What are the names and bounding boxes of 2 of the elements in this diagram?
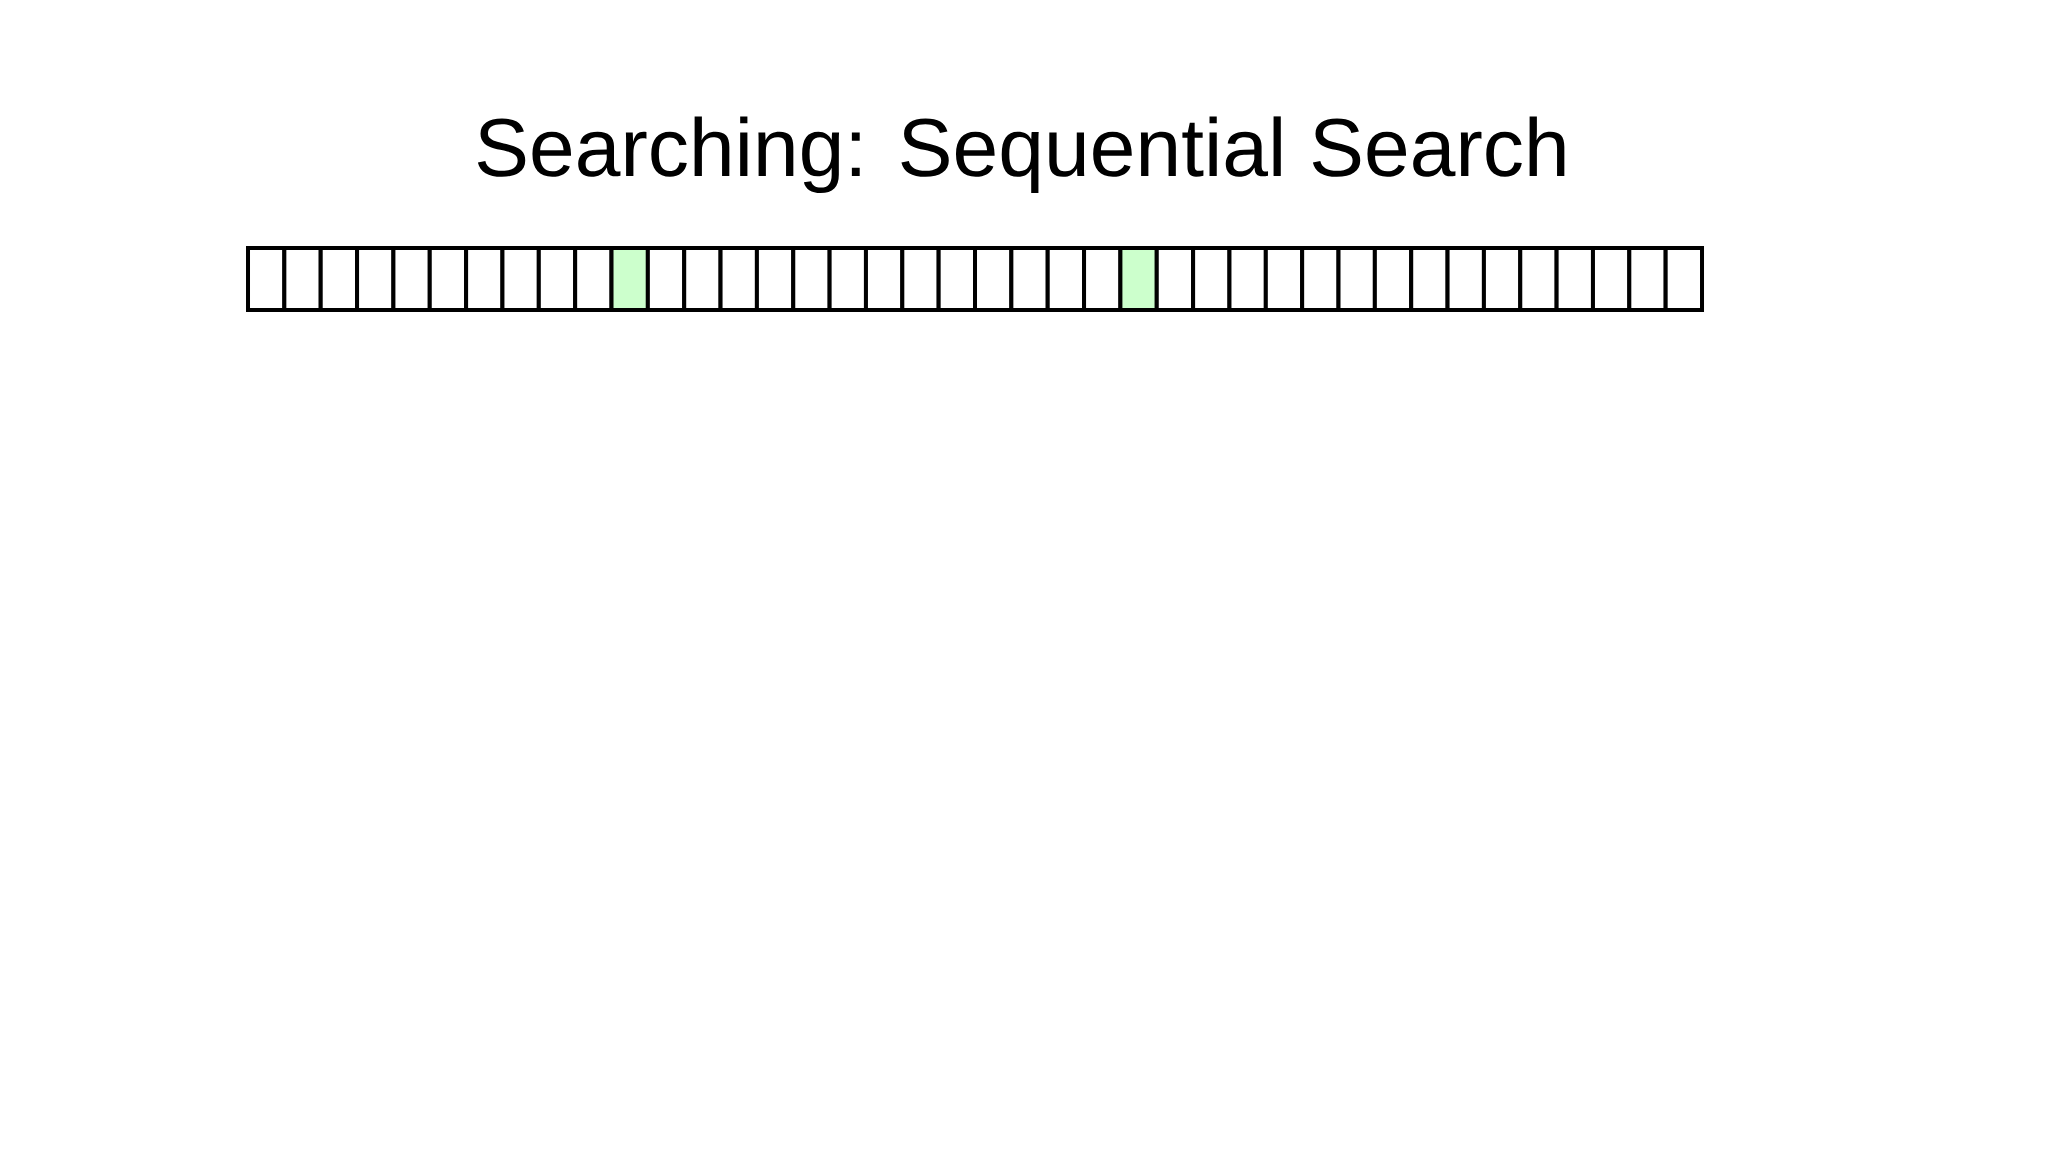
title: Searching: Sequential Search: [477, 116, 1565, 194]
array-cell: [1663, 246, 1704, 312]
